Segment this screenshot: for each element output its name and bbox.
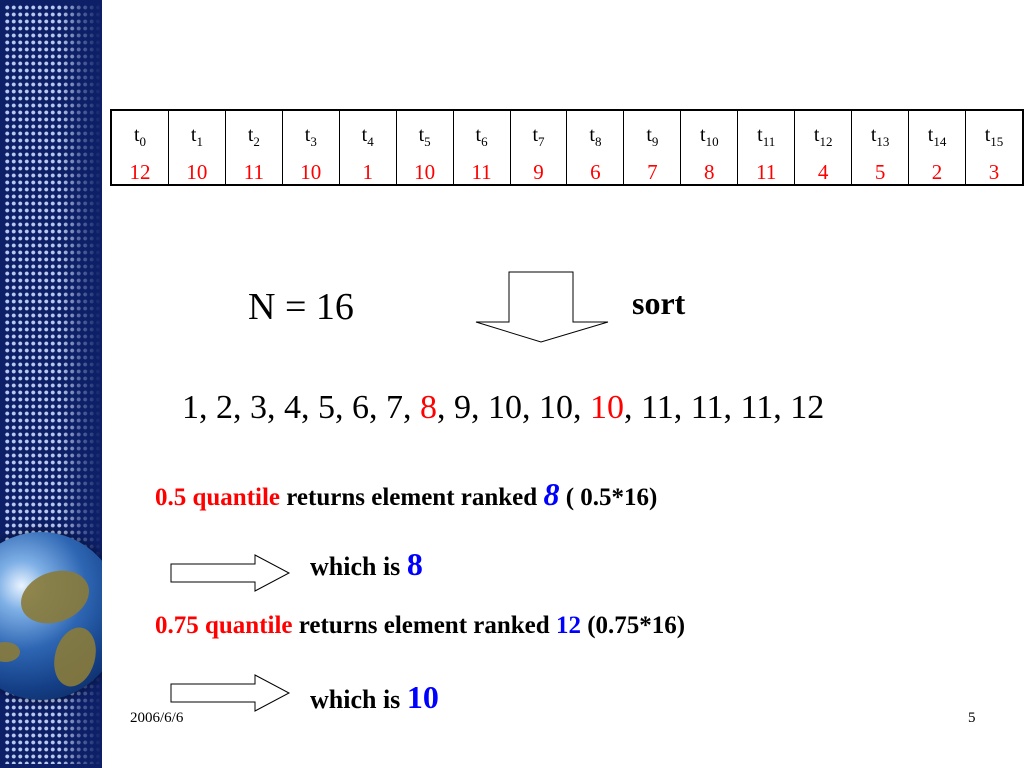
which-is-line-2: which is 10	[310, 679, 439, 715]
tuple-value: 12	[129, 160, 151, 184]
footer-date: 2006/6/6	[130, 710, 184, 726]
tuple-label: t11	[757, 124, 776, 149]
tuple-value: 10	[186, 160, 208, 184]
highlight-10: 10	[590, 389, 624, 426]
tuple-value: 7	[647, 160, 658, 184]
tuple-value: 10	[300, 160, 322, 184]
right-arrow-icon	[170, 674, 291, 712]
tuple-value: 11	[471, 160, 492, 184]
tuple-value: 3	[988, 160, 1000, 184]
quantile-075-line: 0.75 quantile returns element ranked 12 …	[155, 612, 686, 639]
tuple-label: t4	[361, 124, 374, 149]
tuple-value: 11	[756, 160, 777, 184]
tuple-label: t13	[870, 124, 890, 149]
tuple-label: t1	[190, 124, 203, 149]
tuple-value: 10	[414, 160, 436, 184]
tuple-value: 5	[874, 160, 886, 184]
tuple-label: t8	[589, 124, 602, 149]
page-number: 5	[968, 710, 976, 726]
tuple-label: t10	[700, 124, 719, 149]
quantile-05-line: 0.5 quantile returns element ranked 8 ( …	[155, 476, 658, 512]
tuple-label: t5	[418, 124, 431, 149]
tuple-label: t7	[532, 124, 545, 149]
tuple-label: t15	[984, 124, 1004, 149]
down-arrow-icon	[475, 271, 609, 343]
globe-image	[0, 532, 102, 700]
tuple-value: 1	[362, 160, 373, 184]
tuple-value: 4	[817, 160, 829, 184]
highlight-8: 8	[420, 389, 437, 426]
result-value-2: 10	[406, 679, 439, 715]
result-value-1: 8	[406, 546, 423, 582]
rank-8: 8	[543, 476, 560, 512]
tuple-value: 6	[590, 160, 601, 184]
sorted-sequence: 1, 2, 3, 4, 5, 6, 7, 8, 9, 10, 10, 10, 1…	[182, 389, 825, 426]
tuple-label: t12	[813, 124, 833, 149]
tuple-label: t9	[646, 124, 659, 149]
which-is-line-1: which is 8	[310, 546, 423, 582]
tuple-label: t0	[133, 124, 146, 149]
sidebar-decoration	[0, 0, 102, 768]
n-label: N = 16	[248, 286, 354, 328]
tuple-label: t14	[927, 124, 947, 149]
tuple-value: 9	[533, 160, 544, 184]
sort-label: sort	[632, 285, 686, 321]
rank-12: 12	[555, 612, 581, 639]
tuple-value: 11	[243, 160, 264, 184]
tuple-label: t2	[247, 124, 260, 149]
tuple-value: 8	[704, 160, 715, 184]
tuple-value: 2	[931, 160, 943, 184]
tuple-label: t3	[304, 124, 317, 149]
tuple-label: t6	[475, 124, 488, 149]
right-arrow-icon	[170, 554, 291, 592]
